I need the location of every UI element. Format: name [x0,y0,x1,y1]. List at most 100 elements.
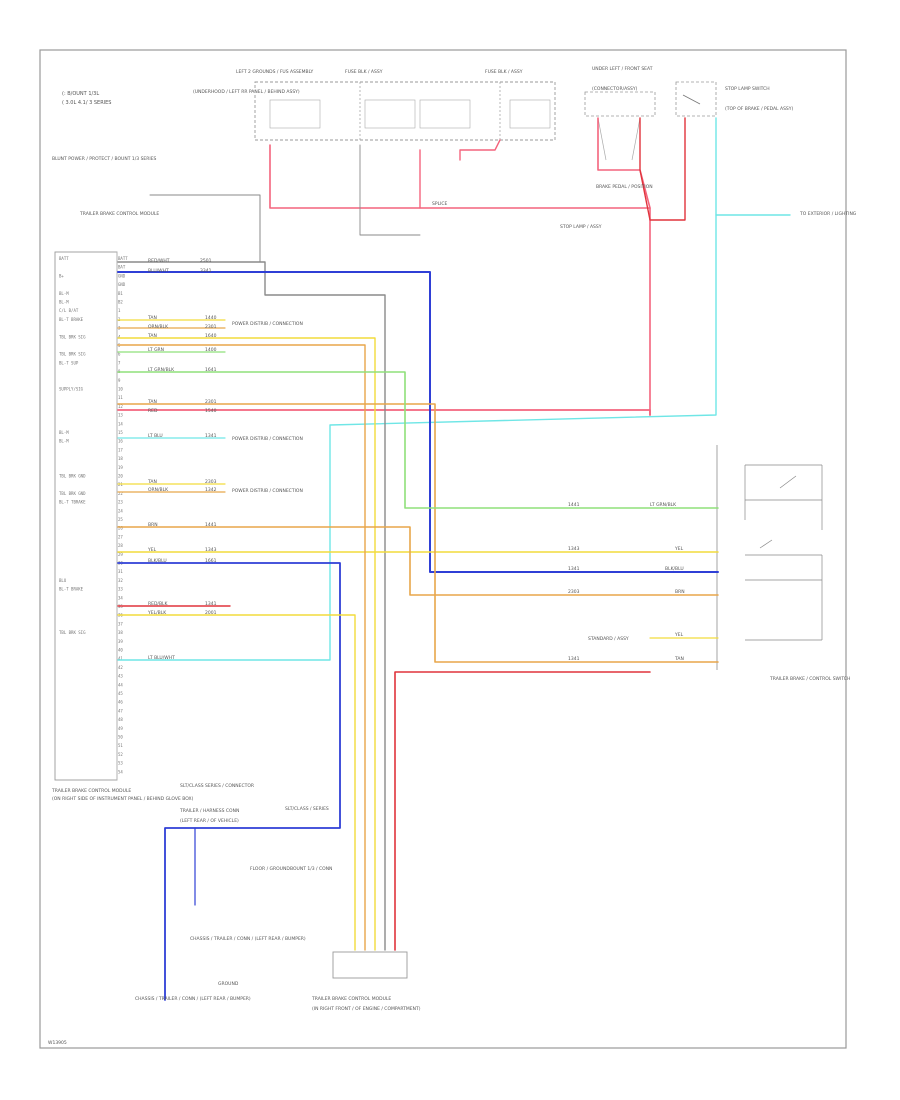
wire-pink-fuse2 [459,139,501,161]
svg-text:TRAILER / HARNESS CONN: TRAILER / HARNESS CONN [179,808,239,814]
pin-label: BL-T TBRAKE [59,500,86,505]
wire-label: ORN/BLK [148,324,169,330]
wire-label: YEL [674,546,684,552]
wire-label: LT GRN/BLK [650,502,677,508]
svg-text:CHASSIS / TRAILER / CONN / (LE: CHASSIS / TRAILER / CONN / (LEFT REAR / … [190,936,306,942]
circuit-number: 1341 [568,656,580,662]
svg-text:FLOOR / GROUND: FLOOR / GROUND [250,866,290,872]
wire-label: YEL [147,547,157,553]
trailer-brake-control-switch: TRAILER BRAKE / CONTROL SWITCH [716,445,850,682]
circuit-number: 1441 [568,502,580,508]
pin-label: TBL BRK SIG [59,334,86,339]
circuit-number: 1540 [205,408,217,414]
svg-text:(ON RIGHT SIDE OF INSTRUMENT P: (ON RIGHT SIDE OF INSTRUMENT PANEL / BEH… [52,796,194,802]
wire-label: LT BLU/WHT [148,655,175,661]
pin-number: 27 [118,534,123,539]
wire-label: BLK/BLU [148,558,167,564]
pin-number: 26 [118,526,123,531]
wire-label: YEL/BLK [147,610,167,616]
power-distrib-3: POWER DISTRIB / CONNECTION [232,488,303,494]
pin-number: 18 [118,456,123,461]
pin-label: BATT [59,256,69,261]
wire-label: YEL [674,632,684,638]
pin-number: 29 [118,552,123,557]
pin-number: 47 [118,708,123,713]
svg-text:FUSE BLK / ASSY: FUSE BLK / ASSY [485,69,523,75]
wire-label: TAN [147,333,157,339]
pin-number: 22 [118,491,123,496]
pin-number: 43 [118,674,123,679]
svg-text:(IN RIGHT FRONT / OF ENGINE /: (IN RIGHT FRONT / OF ENGINE / COMPARTMEN… [312,1006,421,1012]
pin-number: 12 [118,404,123,409]
pin-number: 7 [118,360,121,365]
pin-number: 32 [118,578,123,583]
pin-label: BL-M [59,439,69,444]
pin-number: 52 [118,752,123,757]
wire-label: LT BLU [148,433,163,439]
pin-number: 24 [118,508,123,513]
wire-yellow-5 [117,614,356,951]
pin-number: 37 [118,621,123,626]
wire-orange-5 [117,344,366,951]
pin-number: 25 [118,517,123,522]
wire-pink-right [597,117,651,416]
wire-gray-splice [359,144,421,236]
svg-text:FUSE BLK / ASSY: FUSE BLK / ASSY [345,69,383,75]
pin-number: 20 [118,474,123,479]
legend-line-1: (: B/OUNT 1/3L [62,91,99,97]
pin-number: 21 [118,482,123,487]
pin-number: 54 [118,769,123,774]
circuit-number: 1440 [205,315,217,321]
svg-text:(TOP OF BRAKE / PEDAL ASSY): (TOP OF BRAKE / PEDAL ASSY) [725,106,794,112]
pin-number: GND [118,273,126,278]
pin-number: 41 [118,656,123,661]
pin-number: B1 [118,291,123,296]
legend-line-2: ( 3.0L 4.1/ 3 SERIES [62,100,111,106]
pin-number: 42 [118,665,123,670]
wire-label: LT GRN/BLK [148,367,175,373]
wire-pink-sig [117,409,651,416]
pin-number: 50 [118,735,123,740]
wire-label: BLU/WHT [148,268,169,274]
wire-label: TAN [147,399,157,405]
pin-label: SUPPLY/SIG [59,387,84,392]
pin-number: 28 [118,543,123,548]
wire-label: TAN [674,656,684,662]
circuit-number: 1400 [205,347,217,353]
circuit-number: 1343 [568,546,580,552]
brake-pedal-label: BRAKE PEDAL / POSITION [596,184,653,190]
circuit-number: 2303 [568,589,580,595]
pin-label: BL-T SUP [59,360,79,365]
circuit-number: 3341 [200,268,212,274]
svg-text:GROUND: GROUND [218,981,239,987]
pin-label: BL-M [59,291,69,296]
circuit-number: 1342 [205,487,217,493]
pin-number: 1 [118,308,121,313]
diagram-id-code: W13905 [48,1040,67,1046]
svg-text:STOP LAMP SWITCH: STOP LAMP SWITCH [725,86,770,92]
pin-number: 9 [118,378,121,383]
stop-lamp-label: STOP LAMP / ASSY [560,224,602,230]
circuit-number: 2301 [205,324,217,330]
wire-green-2 [117,371,719,509]
trailer-connector: TRAILER BRAKE CONTROL MODULE (IN RIGHT F… [311,951,421,1012]
circuit-number: 1641 [205,367,217,373]
left-module: BLUNT POWER / PROTECT / BOUNT 1/3 SERIES… [51,156,194,802]
pin-number: 13 [118,413,123,418]
pin-number: 10 [118,387,123,392]
circuit-number: 1441 [205,522,217,528]
pin-number: 4 [118,334,121,339]
pin-number: 15 [118,430,123,435]
pin-label: BL-T BRAKE [59,317,84,322]
diagram-frame [39,49,847,1049]
pin-number: 44 [118,682,123,687]
pin-label: BL-M [59,300,69,305]
pin-number: 49 [118,726,123,731]
wire-blue-left [117,562,341,1001]
wire-label: BLK/BLU [665,566,684,572]
wire-label: LT GRN [148,347,164,353]
pin-label: TBL BRK SIG [59,630,86,635]
pin-number: 23 [118,500,123,505]
